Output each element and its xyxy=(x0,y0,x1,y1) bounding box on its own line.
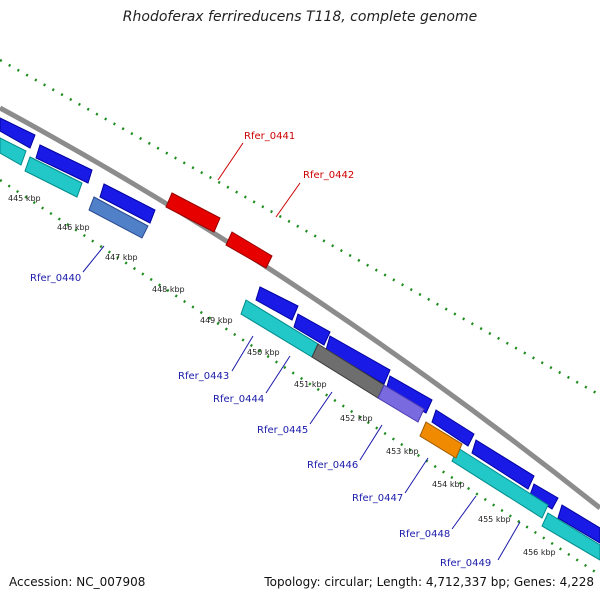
gene-arrow[interactable] xyxy=(471,439,535,490)
gene-rfer-0441[interactable] xyxy=(165,192,221,233)
gene-label-rfer-0448[interactable]: Rfer_0448 xyxy=(399,529,450,540)
gene-arrow[interactable] xyxy=(24,156,83,198)
gene-label-rfer-0440[interactable]: Rfer_0440 xyxy=(30,273,81,284)
kbp-label: 446 kbp xyxy=(57,223,90,232)
kbp-label: 450 kbp xyxy=(247,348,280,357)
gene-arrow[interactable] xyxy=(99,183,156,224)
gene-label-rfer-0449[interactable]: Rfer_0449 xyxy=(440,558,491,569)
gene-label-rfer-0447[interactable]: Rfer_0447 xyxy=(352,493,403,504)
gene-rfer-0442[interactable] xyxy=(225,231,273,269)
gene-arrow[interactable] xyxy=(0,137,27,166)
kbp-label: 455 kbp xyxy=(478,515,511,524)
genome-backbone xyxy=(0,105,600,510)
kbp-label: 451 kbp xyxy=(294,380,327,389)
blue-callouts xyxy=(82,245,521,561)
gene-labels: Rfer_0441 Rfer_0442 Rfer_0440 Rfer_0443 … xyxy=(30,131,491,569)
cds-track xyxy=(0,117,600,544)
kbp-label: 445 kbp xyxy=(8,194,41,203)
gene-rfer-0446[interactable] xyxy=(377,384,425,423)
gene-arrow[interactable] xyxy=(255,286,299,321)
kbp-label: 456 kbp xyxy=(523,548,556,557)
kbp-label: 448 kbp xyxy=(152,285,185,294)
gene-arrow[interactable] xyxy=(88,196,149,239)
kbp-label: 452 kbp xyxy=(340,414,373,423)
gene-arrow[interactable] xyxy=(293,313,331,346)
gene-label-rfer-0441[interactable]: Rfer_0441 xyxy=(244,131,295,142)
gene-arrow[interactable] xyxy=(431,409,475,447)
accession-label: Accession: NC_007908 xyxy=(9,575,146,589)
rna-track xyxy=(0,137,600,561)
gene-arrow[interactable] xyxy=(541,512,600,561)
gene-arrow[interactable] xyxy=(557,504,600,544)
kbp-label: 454 kbp xyxy=(432,480,465,489)
kbp-label: 447 kbp xyxy=(105,253,138,262)
gene-label-rfer-0443[interactable]: Rfer_0443 xyxy=(178,371,229,382)
kbp-label: 453 kbp xyxy=(386,447,419,456)
gene-label-rfer-0446[interactable]: Rfer_0446 xyxy=(307,460,358,471)
kbp-label: 449 kbp xyxy=(200,316,233,325)
gene-rfer-0447[interactable] xyxy=(419,421,463,459)
gene-arrow[interactable] xyxy=(529,483,559,510)
gene-arrow[interactable] xyxy=(385,375,433,414)
genome-stats: Topology: circular; Length: 4,712,337 bp… xyxy=(264,575,594,589)
gene-arrow[interactable] xyxy=(0,117,36,149)
gene-arrow[interactable] xyxy=(35,144,93,184)
gene-label-rfer-0444[interactable]: Rfer_0444 xyxy=(213,394,264,405)
red-callouts xyxy=(217,142,301,218)
gene-label-rfer-0442[interactable]: Rfer_0442 xyxy=(303,170,354,181)
map-title: Rhodoferax ferrireducens T118, complete … xyxy=(122,9,478,25)
gene-label-rfer-0445[interactable]: Rfer_0445 xyxy=(257,425,308,436)
gene-arrow[interactable] xyxy=(325,335,391,385)
kbp-labels: 445 kbp 446 kbp 447 kbp 448 kbp 449 kbp … xyxy=(8,194,556,557)
